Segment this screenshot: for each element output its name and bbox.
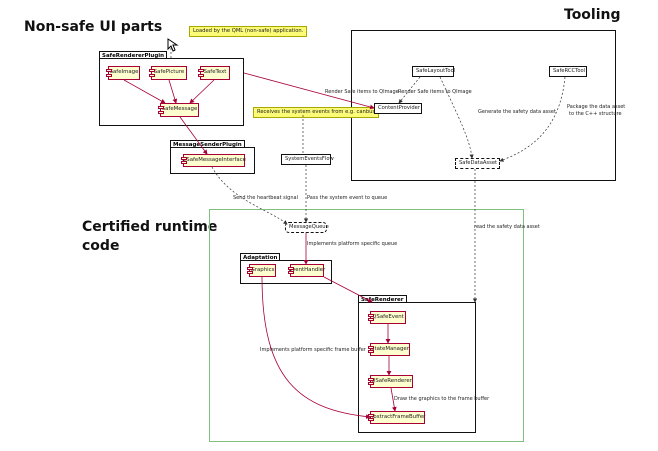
edge-label-pass-events: Pass the system event to queue: [307, 195, 388, 201]
edge-label-render-safe-items-tool: Render Safe items to QImage: [398, 89, 472, 95]
certified-runtime-frame: [209, 209, 524, 442]
edge-label-generate-asset: Generate the safety data asset: [478, 109, 556, 115]
edge-label-package-asset-2: to the C++ structure: [569, 111, 622, 117]
title-certified-runtime: Certified runtime: [82, 219, 218, 235]
edge-qsaferenderer-framebuffer: [390, 387, 397, 412]
edge-safepicture-safemessage: [168, 79, 178, 104]
component-safe-text: SafeText: [198, 66, 230, 80]
component-qsafe-message-interface: QSafeMessageInterface: [181, 154, 246, 167]
title-certified-runtime-code: code: [82, 238, 120, 254]
note-loaded-by-qml: Loaded by the QML (non-safe) application…: [189, 26, 308, 38]
edge-graphics-framebuffer: [261, 276, 371, 419]
title-tooling: Tooling: [564, 7, 621, 23]
edge-label-read-asset: read the safety data asset: [474, 224, 540, 230]
component-abstract-frame-buffer: AbstractFrameBuffer: [368, 411, 425, 424]
component-qsafe-renderer: QSafeRenderer: [368, 375, 413, 388]
node-safe-layout-tool: SafeLayoutTool: [412, 66, 455, 77]
edge-eventhandler-saferenderer: [323, 276, 373, 303]
node-safe-rcc-tool: SafeRCCTool: [549, 66, 587, 77]
component-safe-message: SafeMessage: [158, 103, 199, 117]
edge-label-package-asset-1: Package the data asset: [567, 104, 626, 110]
edge-label-render-safe-items: Render Safe items to QImage: [325, 89, 399, 95]
edge-layouttool-asset: [439, 76, 474, 159]
edge-safetext-safemessage: [189, 79, 215, 104]
edge-label-platform-queue: Implements platform specific queue: [307, 241, 398, 247]
edge-label-draw-graphics: Draw the graphics to the frame buffer: [394, 396, 490, 402]
component-qsafe-event: QSafeEvent: [368, 311, 406, 324]
component-safe-image: SafeImage: [106, 66, 140, 80]
title-non-safe-ui-parts: Non-safe UI parts: [24, 19, 163, 35]
edge-plugin-contentprovider: [243, 72, 375, 110]
edge-safeimage-safemessage: [123, 79, 166, 104]
node-system-events-flow: SystemEventsFlow: [281, 154, 334, 165]
node-safe-data-asset: SafeDataAsset: [455, 158, 500, 169]
tooling-frame: [351, 30, 616, 181]
edge-label-heartbeat: Send the heartbeat signal: [233, 195, 298, 201]
edge-label-platform-framebuffer: Implements platform specific frame buffe…: [260, 347, 366, 353]
edge-safemessage-interface: [179, 116, 208, 155]
edge-heartbeat: [211, 166, 288, 225]
component-graphics: Graphics: [247, 264, 276, 277]
component-safe-picture: SafePicture: [149, 66, 187, 80]
mouse-cursor-icon: [167, 38, 179, 52]
edge-rcctool-asset: [499, 76, 566, 162]
edge-layouttool-contentprovider: [398, 76, 421, 104]
